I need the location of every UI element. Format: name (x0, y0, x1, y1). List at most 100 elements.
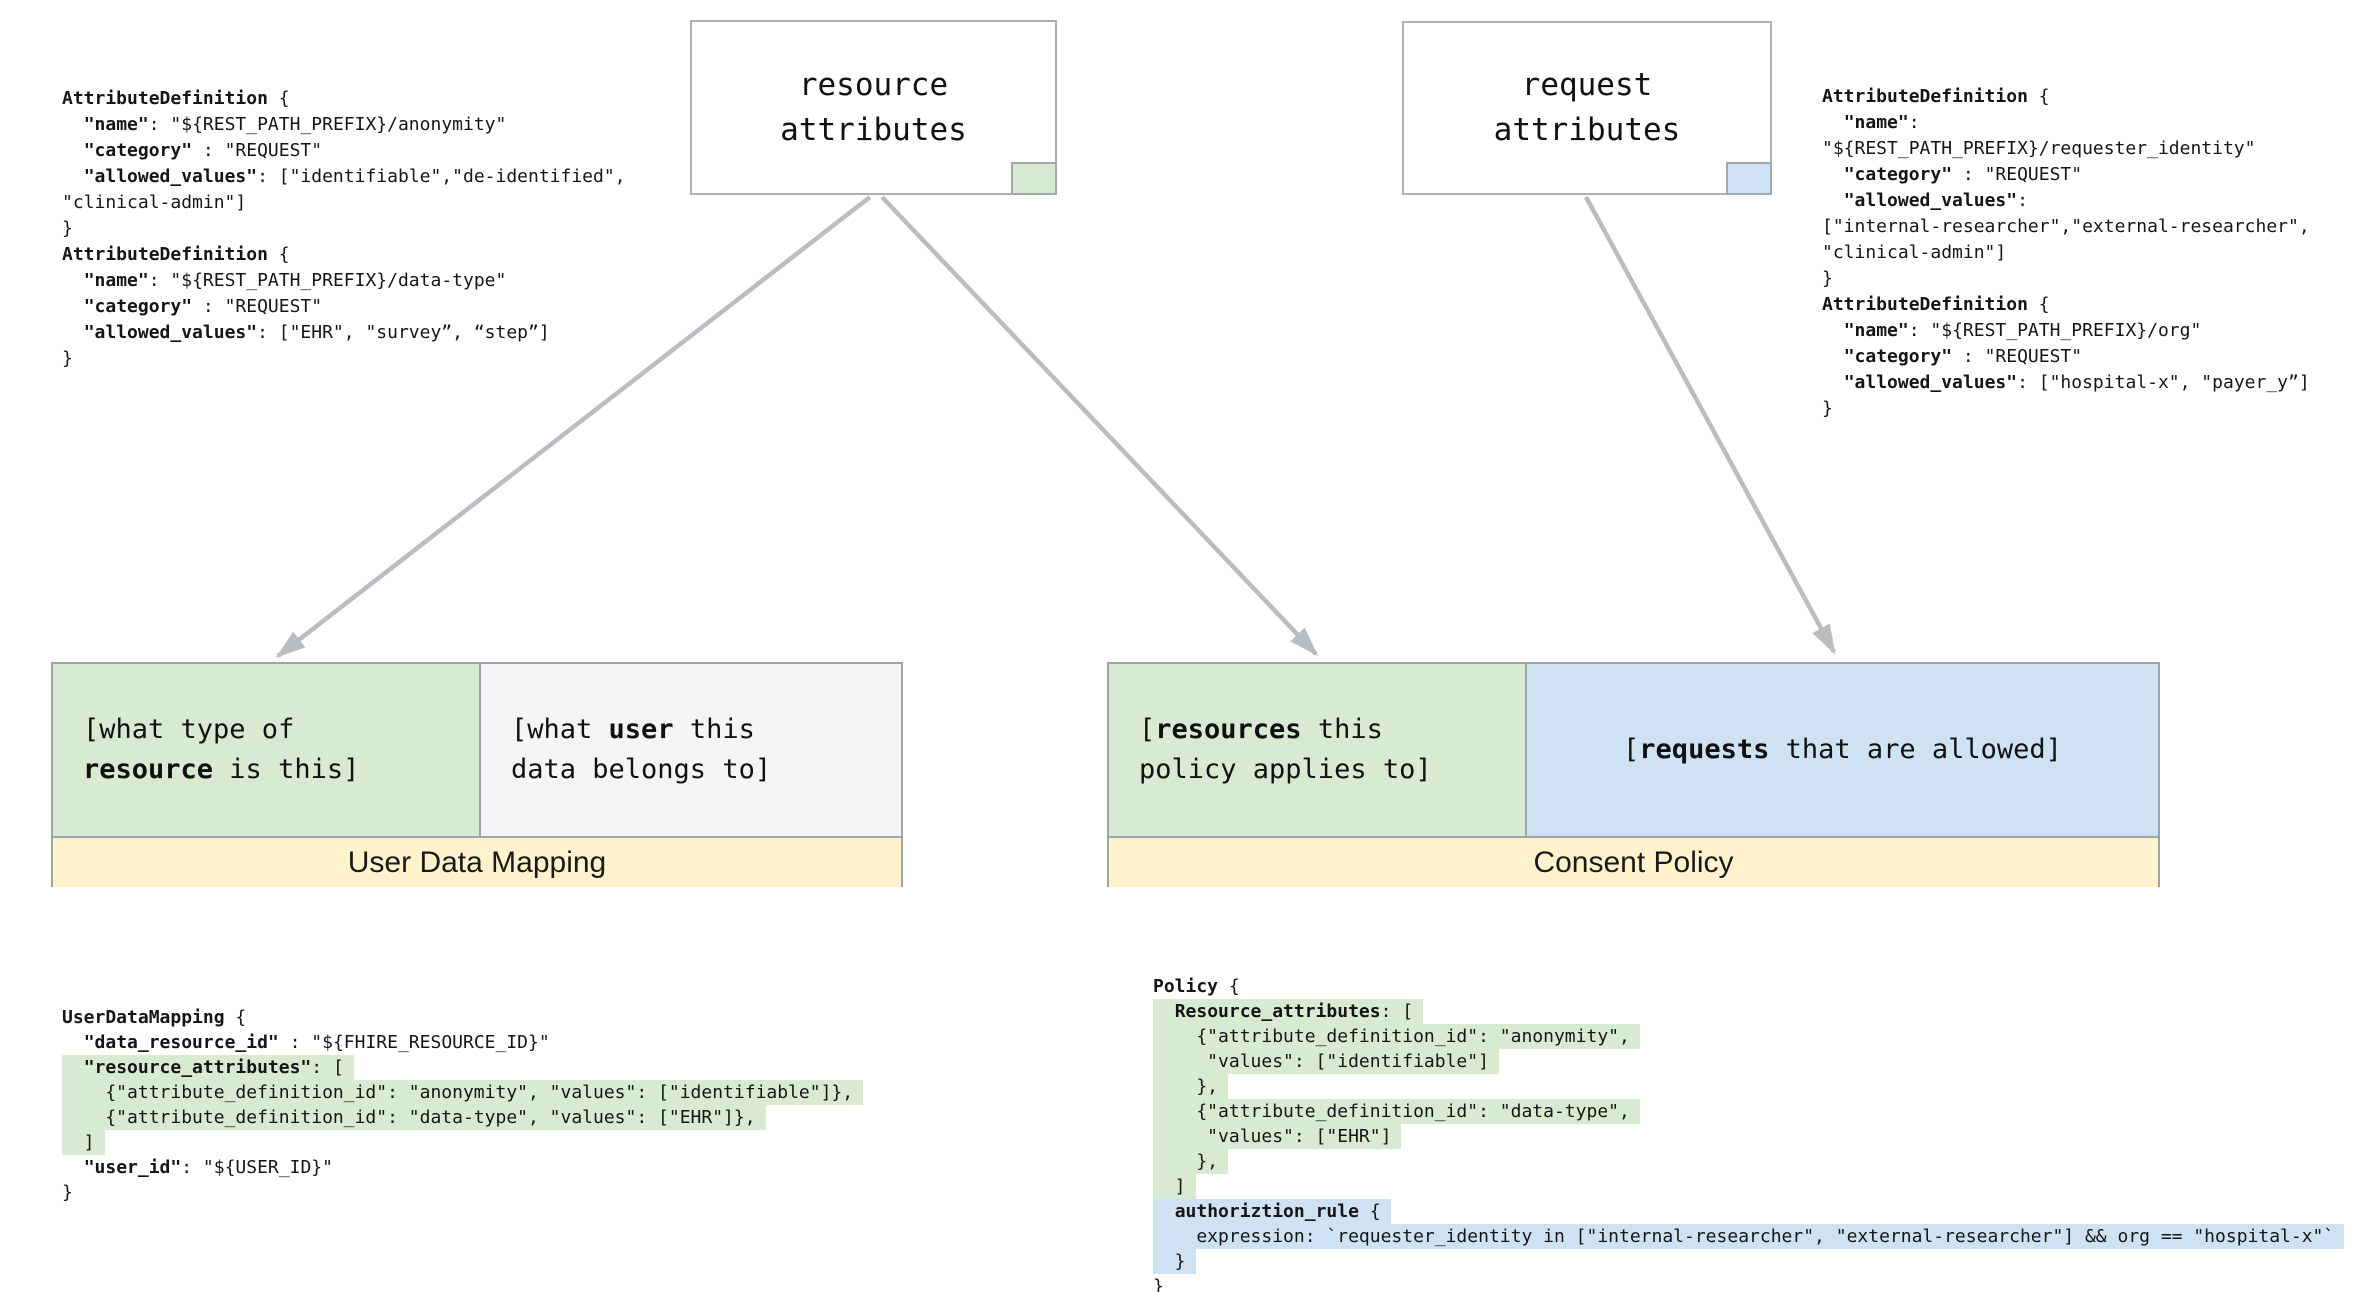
resource-attributes-label: resource attributes (780, 63, 967, 153)
text-segment: [what (511, 714, 609, 745)
text-line: policy applies to] (1139, 750, 1525, 790)
text-segment: [ (1623, 734, 1640, 765)
text-segment: data belongs to] (511, 754, 772, 785)
attribute-definitions-request-code: AttributeDefinition { "name":"${REST_PAT… (1822, 84, 2310, 422)
text-segment: "category" (1843, 164, 1953, 185)
text-segment: {"attribute_definition_id": "data-type", (1153, 1101, 1630, 1122)
code-line: ] (1153, 1174, 2344, 1199)
text-segment: [what type of (83, 714, 295, 745)
cp-resources-cell: [resources this policy applies to] (1109, 664, 1525, 836)
code-line: } (1822, 266, 2310, 292)
text-segment: "user_id" (83, 1157, 182, 1178)
text-segment: } (1822, 398, 1833, 419)
policy-code: Policy { Resource_attributes: [ {"attrib… (1153, 974, 2345, 1292)
code-line: ["internal-researcher","external-researc… (1822, 214, 2310, 240)
text-segment (62, 166, 84, 187)
text-segment (1822, 372, 1844, 393)
code-line: "allowed_values": (1822, 188, 2310, 214)
text-segment (62, 1032, 84, 1053)
code-line: AttributeDefinition { (62, 242, 626, 268)
text-segment (62, 1157, 84, 1178)
code-line: } (62, 1180, 863, 1205)
text-segment: : "${REST_PATH_PREFIX}/anonymity" (148, 114, 507, 135)
text-segment: } (62, 218, 73, 239)
code-line: }, (1153, 1074, 2344, 1099)
code-line: UserDataMapping { (62, 1005, 863, 1030)
resource-attributes-label-line1: resource (798, 66, 949, 103)
text-segment: "name" (83, 114, 149, 135)
text-segment: "name" (83, 270, 149, 291)
code-line: "clinical-admin"] (1822, 240, 2310, 266)
code-line: Policy { (1153, 974, 2344, 999)
code-highlight-green: {"attribute_definition_id": "anonymity",… (62, 1080, 864, 1105)
text-segment: } (62, 1182, 73, 1203)
code-line: authoriztion_rule { (1153, 1199, 2344, 1224)
text-segment (1822, 112, 1844, 133)
code-line: "name": "${REST_PATH_PREFIX}/org" (1822, 318, 2310, 344)
text-segment: "category" (1843, 346, 1953, 367)
text-segment: {"attribute_definition_id": "anonymity",… (62, 1082, 854, 1103)
code-highlight-green: {"attribute_definition_id": "anonymity", (1153, 1024, 1640, 1049)
code-highlight-blue: expression: `requester_identity in ["int… (1153, 1224, 2345, 1249)
text-segment: { (267, 88, 290, 109)
text-segment: {"attribute_definition_id": "data-type",… (62, 1107, 756, 1128)
cp-requests-cell: [requests that are allowed] (1525, 664, 2158, 836)
text-segment: "allowed_values" (83, 322, 258, 343)
code-line: "resource_attributes": [ (62, 1055, 863, 1080)
code-line: } (1822, 396, 2310, 422)
text-segment: : "REQUEST" (1952, 164, 2083, 185)
text-segment: : "${REST_PATH_PREFIX}/org" (1908, 320, 2202, 341)
text-segment: this (673, 714, 755, 745)
code-line: } (1153, 1274, 2344, 1292)
code-line: "user_id": "${USER_ID}" (62, 1155, 863, 1180)
text-segment: }, (1153, 1076, 1219, 1097)
text-segment: } (1153, 1276, 1164, 1292)
text-segment (1153, 1001, 1175, 1022)
text-segment: ] (1153, 1176, 1186, 1197)
text-segment: "values": ["identifiable"] (1153, 1051, 1489, 1072)
text-segment: AttributeDefinition (62, 244, 268, 265)
text-segment (62, 1057, 84, 1078)
code-highlight-green: }, (1153, 1149, 1229, 1174)
code-line: {"attribute_definition_id": "data-type",… (62, 1105, 863, 1130)
text-segment: { (267, 244, 290, 265)
code-line: } (62, 216, 626, 242)
text-segment (1822, 164, 1844, 185)
code-line: }, (1153, 1149, 2344, 1174)
text-segment: : ["EHR", "survey”, “step”] (257, 322, 550, 343)
code-line: "category" : "REQUEST" (62, 294, 626, 320)
text-segment: : "${REST_PATH_PREFIX}/data-type" (148, 270, 507, 291)
code-line: "data_resource_id" : "${FHIRE_RESOURCE_I… (62, 1030, 863, 1055)
code-line: AttributeDefinition { (62, 86, 626, 112)
text-line: [what type of (83, 710, 479, 750)
text-segment: "values": ["EHR"] (1153, 1126, 1392, 1147)
text-segment: : (1908, 112, 1920, 133)
text-segment: : "REQUEST" (192, 296, 323, 317)
text-segment (1822, 346, 1844, 367)
code-highlight-green: ] (1153, 1174, 1196, 1199)
text-segment: : "REQUEST" (192, 140, 323, 161)
text-segment: : [ (1380, 1001, 1414, 1022)
code-highlight-green: Resource_attributes: [ (1153, 999, 1424, 1024)
text-segment: "allowed_values" (1843, 372, 2018, 393)
request-attributes-color-swatch (1726, 162, 1772, 195)
request-attributes-label: request attributes (1494, 63, 1681, 153)
text-segment: } (62, 348, 73, 369)
text-segment: is this] (213, 754, 360, 785)
attribute-definitions-resource-code: AttributeDefinition { "name": "${REST_PA… (62, 86, 626, 372)
text-segment: "allowed_values" (1843, 190, 2018, 211)
text-segment: AttributeDefinition (62, 88, 268, 109)
text-line: [resources this (1139, 710, 1525, 750)
text-segment: "category" (83, 296, 193, 317)
text-segment: } (1822, 268, 1833, 289)
text-segment (1153, 1201, 1175, 1222)
text-segment: policy applies to] (1139, 754, 1432, 785)
code-highlight-blue: } (1153, 1249, 1196, 1274)
user-data-mapping-code: UserDataMapping { "data_resource_id" : "… (62, 1005, 864, 1205)
code-line: AttributeDefinition { (1822, 292, 2310, 318)
code-line: "values": ["identifiable"] (1153, 1049, 2344, 1074)
text-segment: ] (62, 1132, 95, 1153)
